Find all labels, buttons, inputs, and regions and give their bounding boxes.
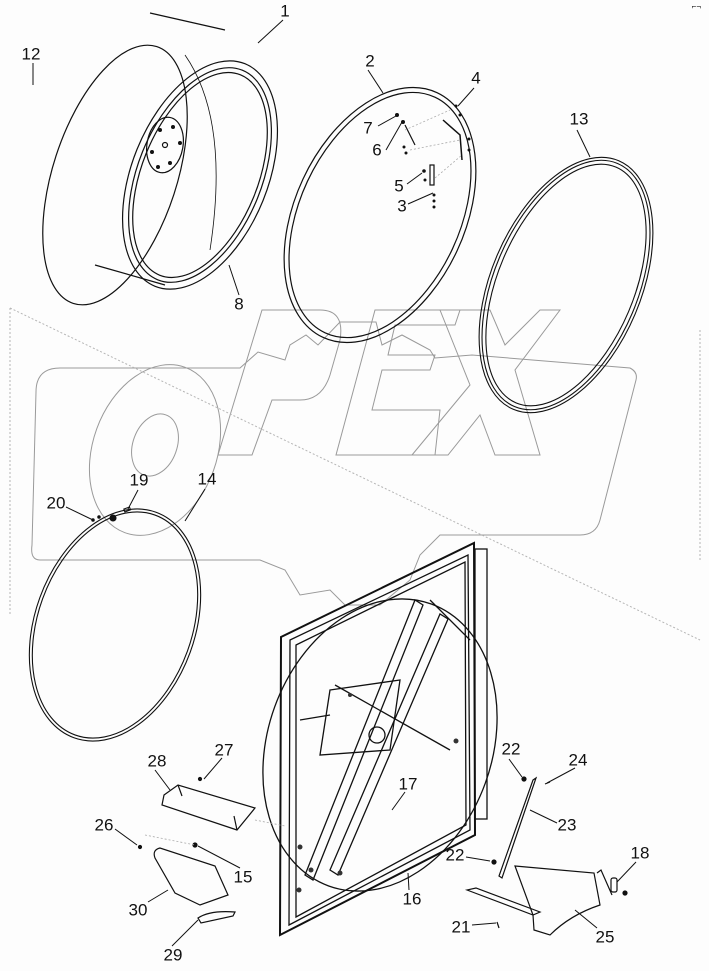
bulkhead-ring-part <box>283 86 477 344</box>
callout-27[interactable]: 27 <box>214 740 234 760</box>
callout-15[interactable]: 15 <box>233 867 253 887</box>
callout-12[interactable]: 12 <box>21 44 41 64</box>
opex-watermark <box>9 307 701 641</box>
callout-25[interactable]: 25 <box>595 927 615 947</box>
leader-lines <box>32 19 637 947</box>
callout-22-lower[interactable]: 22 <box>445 845 465 865</box>
callout-24[interactable]: 24 <box>568 750 588 770</box>
tray-parts-right <box>464 776 628 936</box>
callout-13[interactable]: 13 <box>569 109 589 129</box>
callout-4[interactable]: 4 <box>471 68 481 88</box>
rear-seal-part <box>28 506 202 742</box>
callout-28[interactable]: 28 <box>147 751 167 771</box>
callout-2[interactable]: 2 <box>365 51 375 71</box>
callout-3[interactable]: 3 <box>397 196 407 216</box>
corner-mark: ⌐¬ <box>691 2 701 11</box>
callout-20[interactable]: 20 <box>46 493 66 513</box>
callout-17[interactable]: 17 <box>398 774 418 794</box>
callout-19[interactable]: 19 <box>129 470 149 490</box>
callout-29[interactable]: 29 <box>163 945 183 965</box>
bracket-parts-left <box>137 776 286 924</box>
callout-30[interactable]: 30 <box>128 900 148 920</box>
callout-14[interactable]: 14 <box>197 469 217 489</box>
callout-23[interactable]: 23 <box>557 815 577 835</box>
callout-21[interactable]: 21 <box>451 917 471 937</box>
callout-5[interactable]: 5 <box>394 176 404 196</box>
callout-6[interactable]: 6 <box>372 140 382 160</box>
callout-18[interactable]: 18 <box>630 843 650 863</box>
callout-8[interactable]: 8 <box>234 294 244 314</box>
callout-7[interactable]: 7 <box>363 118 373 138</box>
drum-seal-part <box>478 156 654 414</box>
callout-22-upper[interactable]: 22 <box>501 739 521 759</box>
callout-1[interactable]: 1 <box>280 1 290 21</box>
rear-panel-part <box>262 541 498 937</box>
callout-16[interactable]: 16 <box>402 889 422 909</box>
drum-part <box>42 12 279 306</box>
callout-26[interactable]: 26 <box>94 815 114 835</box>
